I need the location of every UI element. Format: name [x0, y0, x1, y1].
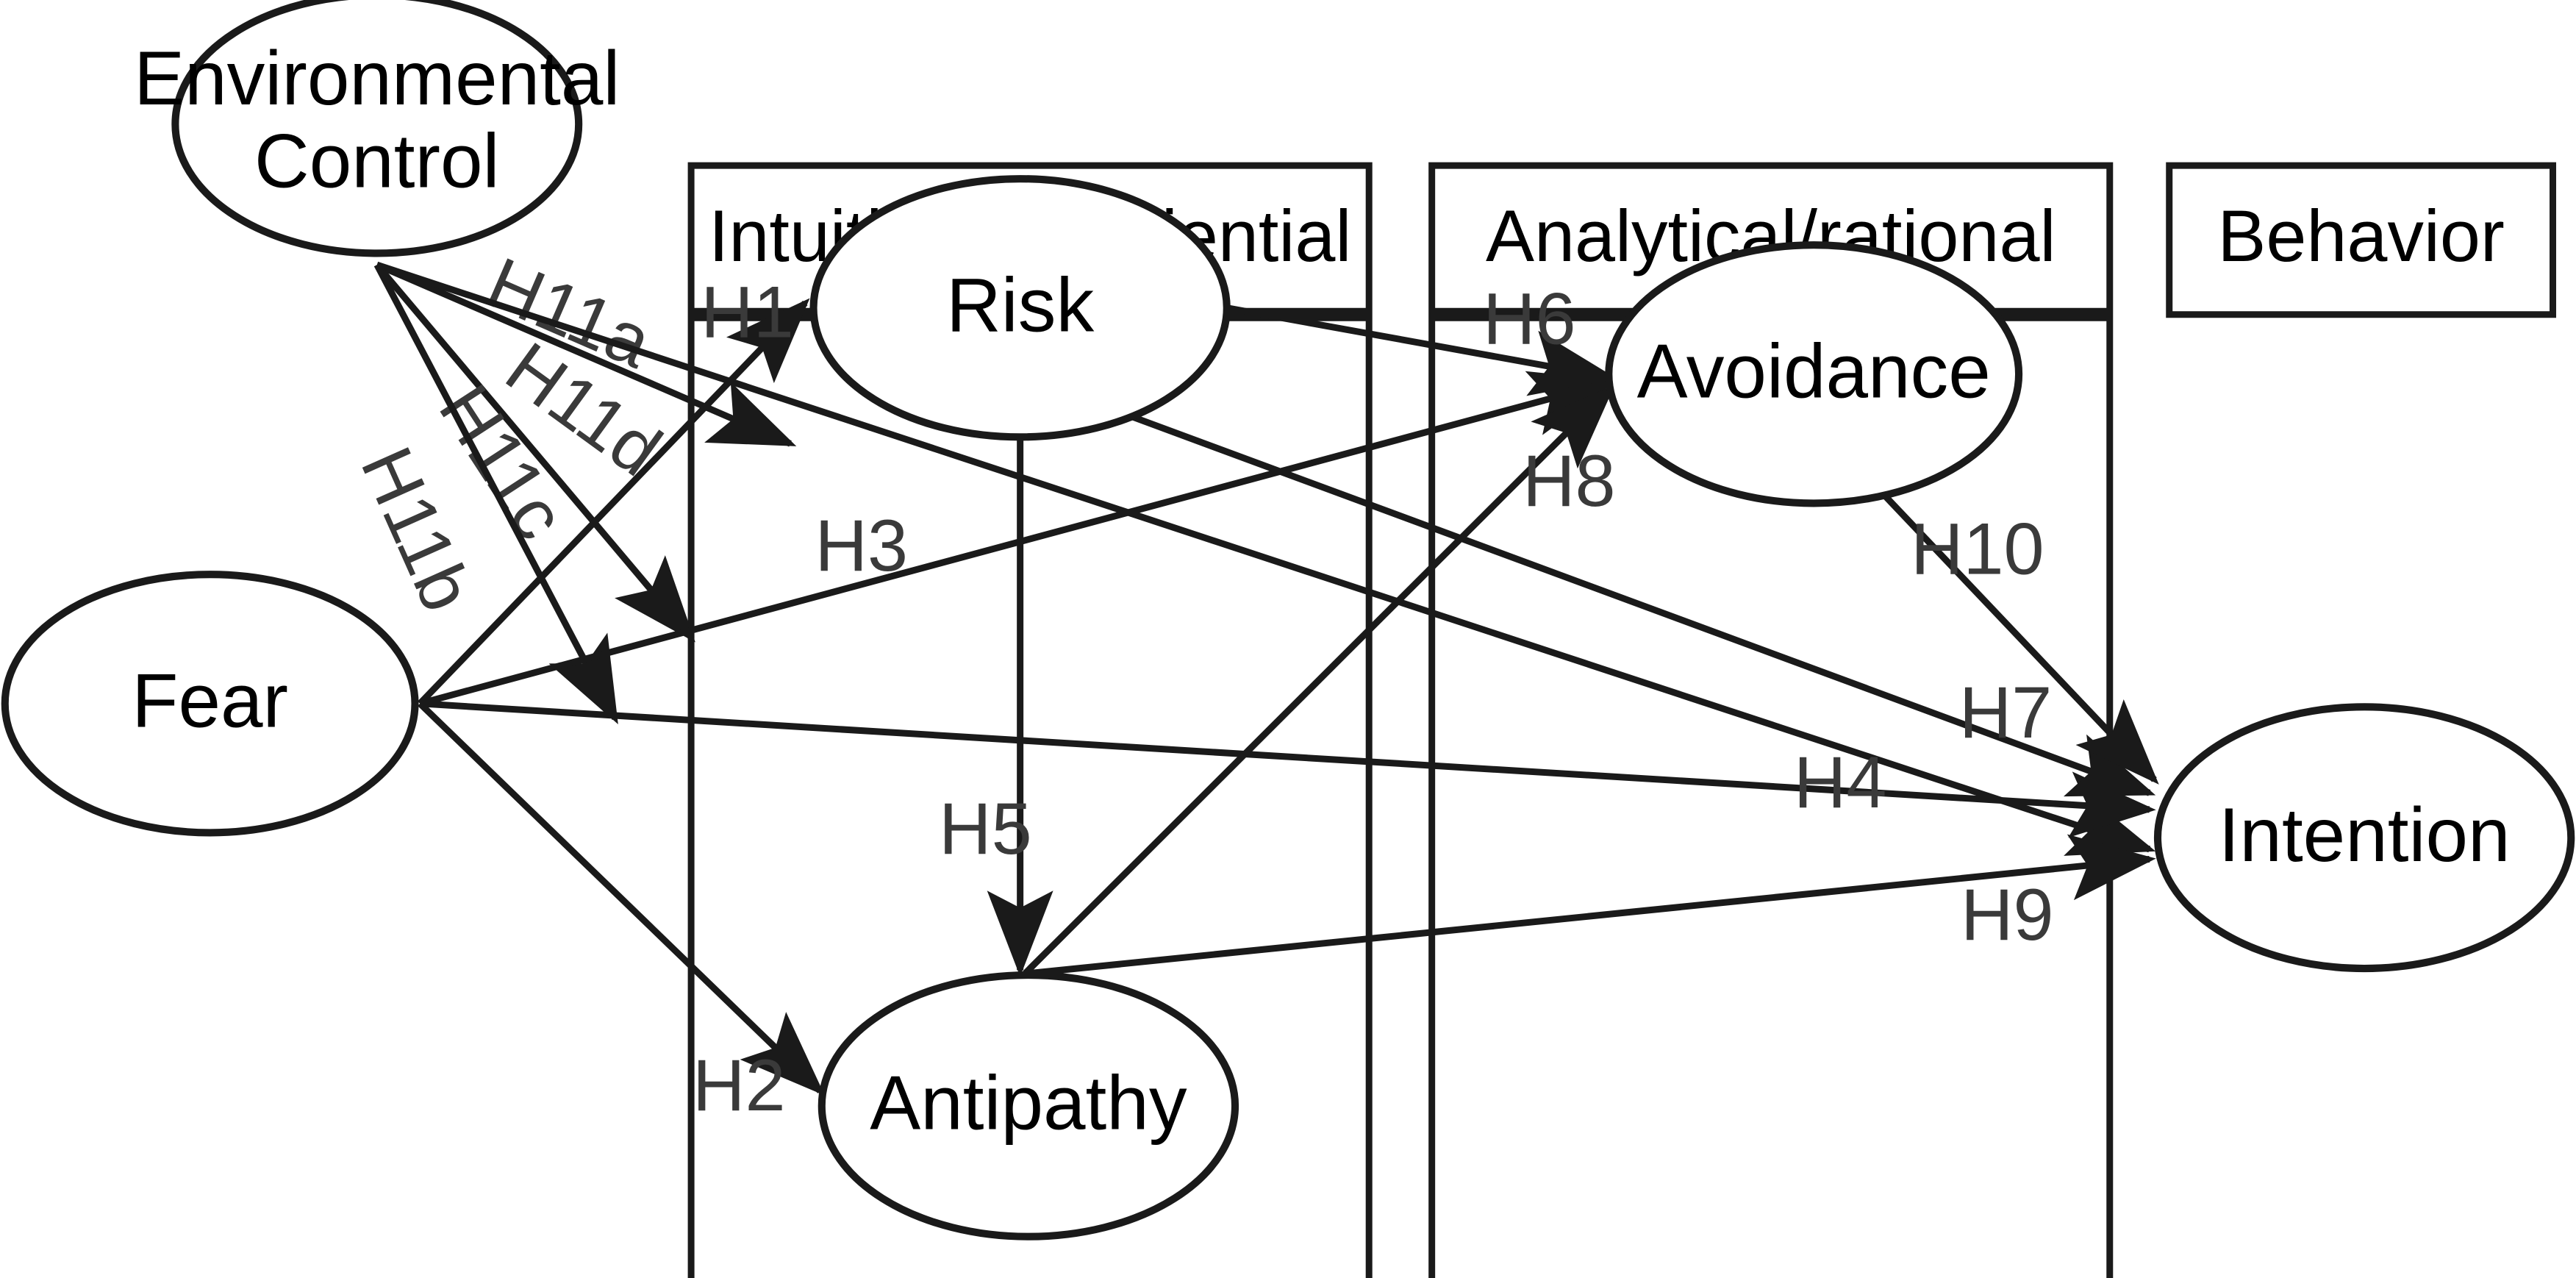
edge-h3-line: [419, 371, 1617, 707]
node-antipathy-ellipse: [817, 971, 1239, 1240]
node-avoidance-label: Avoidance: [1637, 329, 1991, 414]
edge-label-h1: H1: [701, 271, 793, 352]
edge-h9-line: [1028, 834, 2156, 977]
edge-label-h5: H5: [939, 788, 1031, 869]
edge-h6-line: [1226, 304, 1617, 396]
node-fear-ellipse: [1, 571, 419, 837]
node-avoidance-ellipse: [1605, 241, 2023, 507]
group-box-behavior-rect: [2166, 162, 2557, 318]
node-risk[interactable]: Risk: [809, 175, 1231, 441]
edge-h11a-line: [375, 262, 797, 447]
edge-label-h7: H7: [1959, 671, 2052, 753]
node-fear-label: Fear: [132, 658, 288, 743]
edge-label-h6: H6: [1483, 277, 1575, 359]
node-environmental-control-ellipse: [171, 0, 583, 257]
edge-h2-line: [418, 701, 825, 1096]
node-risk-ellipse: [809, 175, 1231, 441]
edge-label-h9: H9: [1961, 874, 2053, 955]
edge-label-h4: H4: [1794, 741, 1886, 823]
edge-h1-line: [418, 298, 810, 706]
node-environmental-control-label-line1: Environmental: [134, 35, 620, 121]
edge-label-h3: H3: [815, 504, 907, 586]
group-box-behavior: Behavior: [2166, 162, 2557, 318]
node-avoidance[interactable]: Avoidance: [1605, 241, 2023, 507]
edge-h7-line: [1123, 410, 2156, 797]
edge-h11d-line: [376, 261, 2156, 856]
edge-label-h8: H8: [1523, 440, 1615, 521]
node-intention-ellipse: [2153, 703, 2575, 973]
node-risk-label: Risk: [946, 263, 1094, 348]
node-fear[interactable]: Fear: [1, 571, 419, 837]
edge-h11b-line: [373, 263, 618, 725]
edge-h8-line: [1023, 384, 1615, 976]
node-environmental-control[interactable]: Environmental Control: [134, 0, 620, 257]
group-label-behavior: Behavior: [2217, 195, 2505, 276]
edge-h4-line: [419, 700, 2156, 838]
edge-label-h10: H10: [1911, 507, 2044, 589]
node-intention-label: Intention: [2219, 792, 2511, 877]
edge-h10-line: [1836, 444, 2159, 785]
node-environmental-control-label-line2: Control: [254, 118, 499, 204]
edge-label-h2: H2: [693, 1044, 785, 1126]
node-antipathy-label: Antipathy: [870, 1060, 1187, 1146]
node-intention[interactable]: Intention: [2153, 703, 2575, 973]
edge-h11c-line: [374, 263, 695, 643]
node-antipathy[interactable]: Antipathy: [817, 971, 1239, 1240]
